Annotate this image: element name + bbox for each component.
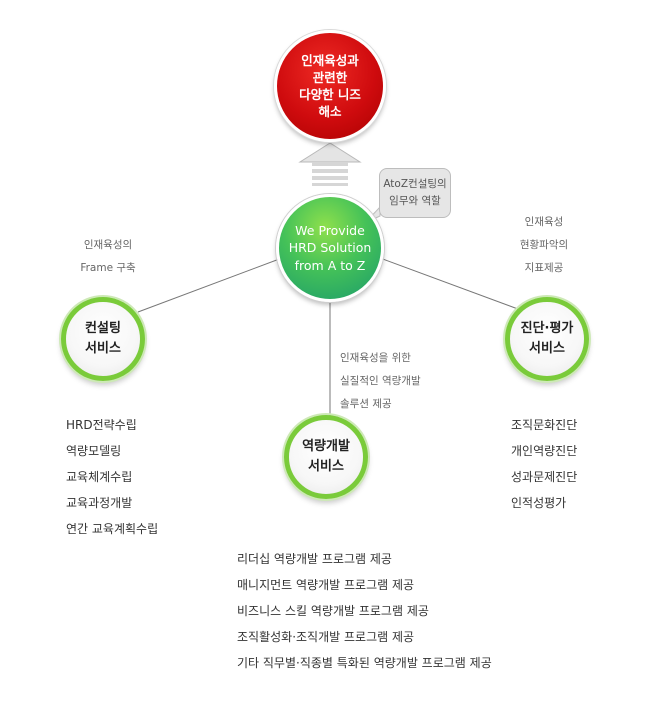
up-arrow-icon bbox=[298, 142, 362, 186]
needs-resolution-circle: 인재육성과 관련한 다양한 니즈 해소 bbox=[274, 30, 386, 142]
consulting-service-circle: 컨설팅 서비스 bbox=[61, 297, 145, 381]
list-item: 성과문제진단 bbox=[511, 470, 578, 484]
list-item: 기타 직무별·직종별 특화된 역량개발 프로그램 제공 bbox=[237, 656, 492, 670]
diagnosis-item-list: 조직문화진단 개인역량진단 성과문제진단 인적성평가 bbox=[511, 412, 577, 516]
diagnosis-service-circle: 진단·평가 서비스 bbox=[505, 297, 589, 381]
competency-service-circle: 역량개발 서비스 bbox=[284, 415, 368, 499]
connector-line-consulting bbox=[137, 257, 283, 313]
list-item: 조직활성화·조직개발 프로그램 제공 bbox=[237, 630, 415, 644]
consulting-note: 인재육성의 Frame 구축 bbox=[80, 239, 136, 274]
competency-item-list: 리더십 역량개발 프로그램 제공 매니지먼트 역량개발 프로그램 제공 비즈니스… bbox=[237, 546, 492, 676]
list-item: 교육체계수립 bbox=[66, 470, 133, 484]
list-item: 연간 교육계획수립 bbox=[66, 522, 159, 536]
list-item: 역량모델링 bbox=[66, 444, 122, 458]
hrd-solution-text: We Provide HRD Solution from A to Z bbox=[288, 223, 372, 273]
consulting-service-title: 컨설팅 서비스 bbox=[85, 320, 121, 356]
list-item: HRD전략수립 bbox=[66, 418, 137, 432]
competency-service-title: 역량개발 서비스 bbox=[302, 438, 350, 474]
list-item: 리더십 역량개발 프로그램 제공 bbox=[237, 552, 392, 566]
role-bubble-text: AtoZ컨설팅의 임무와 역할 bbox=[383, 178, 447, 207]
list-item: 인적성평가 bbox=[511, 496, 567, 510]
needs-resolution-text: 인재육성과 관련한 다양한 니즈 해소 bbox=[299, 52, 361, 120]
hrd-solution-circle: We Provide HRD Solution from A to Z bbox=[276, 194, 384, 302]
list-item: 비즈니스 스킬 역량개발 프로그램 제공 bbox=[237, 604, 429, 618]
list-item: 조직문화진단 bbox=[511, 418, 578, 432]
role-speech-bubble: AtoZ컨설팅의 임무와 역할 bbox=[379, 168, 451, 218]
diagnosis-note: 인재육성 현황파악의 지표제공 bbox=[519, 216, 569, 274]
competency-note: 인재육성을 위한 실질적인 역량개발 솔루션 제공 bbox=[340, 352, 421, 410]
connector-line-diagnosis bbox=[379, 257, 527, 313]
list-item: 매니지먼트 역량개발 프로그램 제공 bbox=[237, 578, 415, 592]
diagnosis-service-title: 진단·평가 서비스 bbox=[520, 320, 574, 356]
consulting-item-list: HRD전략수립 역량모델링 교육체계수립 교육과정개발 연간 교육계획수립 bbox=[66, 412, 158, 542]
list-item: 개인역량진단 bbox=[511, 444, 578, 458]
list-item: 교육과정개발 bbox=[66, 496, 133, 510]
